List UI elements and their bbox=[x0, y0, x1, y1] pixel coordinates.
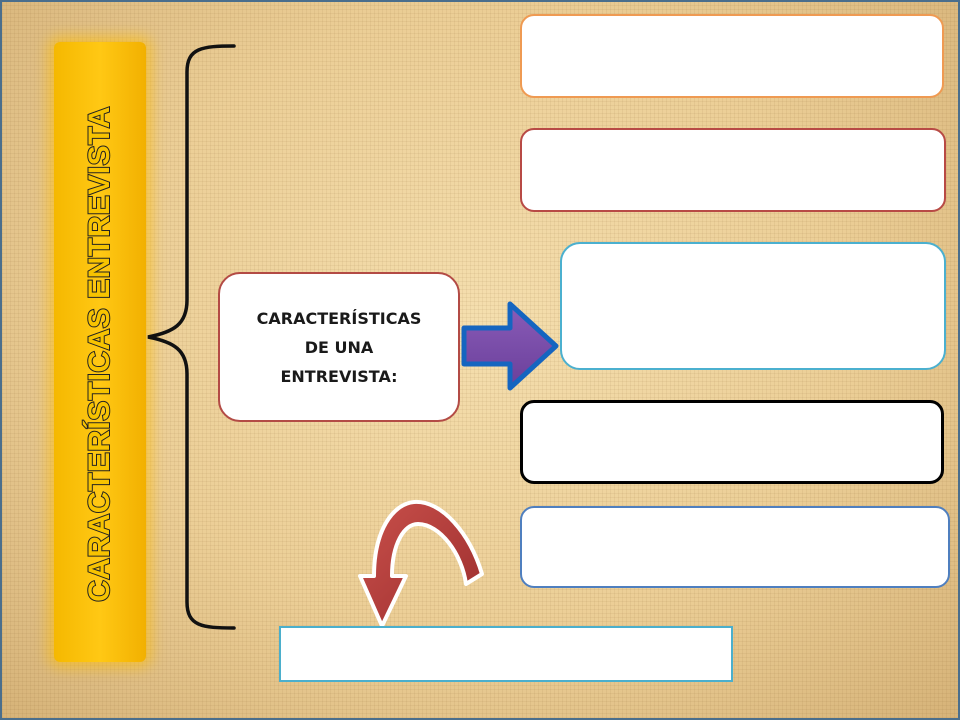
feature-box-1 bbox=[520, 14, 944, 98]
feature-box-2 bbox=[520, 128, 946, 212]
feature-box-3 bbox=[560, 242, 946, 370]
page-title: CARACTERÍSTICAS ENTREVISTA bbox=[82, 105, 117, 603]
center-line-1: CARACTERÍSTICAS bbox=[256, 308, 422, 328]
left-brace bbox=[147, 44, 236, 630]
center-line-3: ENTREVISTA: bbox=[280, 366, 398, 386]
center-concept-box: CARACTERÍSTICAS DE UNA ENTREVISTA: bbox=[218, 272, 460, 422]
bottom-answer-box bbox=[279, 626, 733, 682]
arrow-right-icon bbox=[461, 301, 559, 391]
feature-box-4 bbox=[520, 400, 944, 484]
feature-box-5 bbox=[520, 506, 950, 588]
center-concept-text: CARACTERÍSTICAS DE UNA ENTREVISTA: bbox=[239, 304, 439, 391]
curved-arrow-icon bbox=[358, 499, 484, 628]
center-line-2: DE UNA bbox=[304, 337, 374, 357]
title-band bbox=[54, 42, 146, 662]
